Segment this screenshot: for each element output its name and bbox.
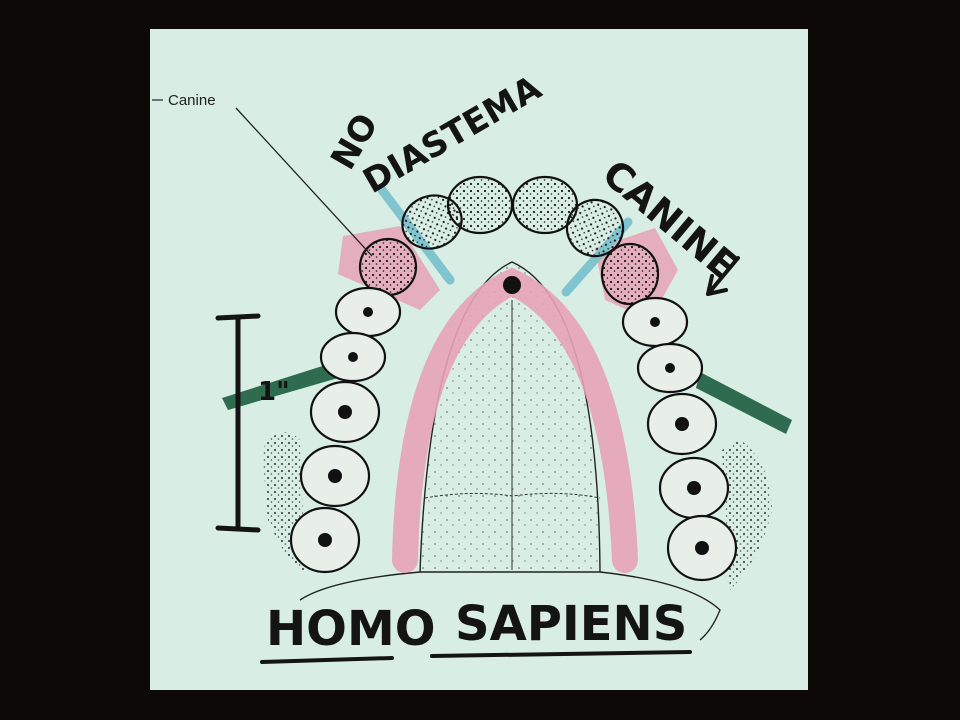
tooth-cusp-marks — [318, 276, 709, 555]
left-canine-tooth — [358, 237, 418, 297]
tooth — [511, 175, 579, 235]
no-diastema-text-line2: DIASTEMA — [357, 68, 549, 202]
transverse-suture — [424, 492, 601, 499]
canine-printed-label: Canine — [168, 92, 216, 109]
palate-fill — [420, 262, 600, 572]
scale-bar — [215, 313, 261, 533]
canine-leader-line — [235, 107, 373, 257]
title-homo: HOMO — [266, 601, 436, 657]
title-underline-homo — [260, 656, 394, 664]
tooth — [446, 175, 514, 235]
left-green-line — [222, 362, 338, 410]
title-underline-sapiens — [430, 650, 692, 658]
scale-label: 1" — [258, 377, 290, 407]
tooth — [565, 198, 625, 258]
title-sapiens: SAPIENS — [455, 596, 687, 652]
right-green-line — [696, 372, 792, 434]
canine-arrow — [706, 256, 740, 296]
right-canine-tooth — [600, 242, 660, 306]
